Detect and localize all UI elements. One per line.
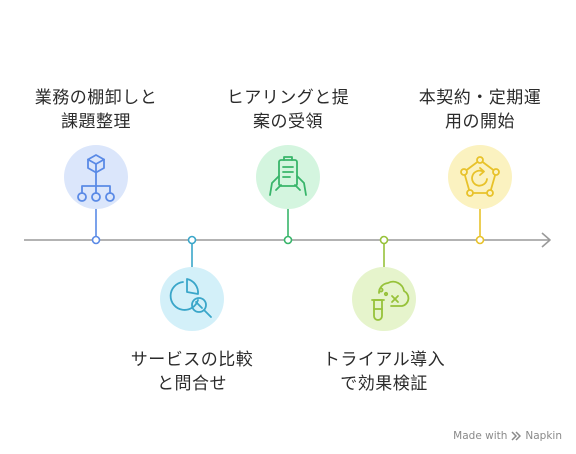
step-3-label-line-1: ヒアリングと提 (226, 88, 350, 108)
step-2-label: サービスの比較 と問合せ (112, 348, 272, 396)
pie-chart-magnifier-icon (169, 278, 212, 318)
step-4-label-line-2: で効果検証 (340, 374, 428, 394)
step-2-label-line-1: サービスの比較 (130, 350, 254, 370)
hierarchy-icon (77, 154, 115, 202)
step-5-badge (448, 145, 512, 209)
step-1-label: 業務の棚卸しと 課題整理 (16, 86, 176, 134)
step-5-label-line-1: 本契約・定期運 (418, 88, 542, 108)
step-1-node (91, 235, 101, 245)
step-2-node (187, 235, 197, 245)
step-4-node (379, 235, 389, 245)
step-1-label-line-2: 課題整理 (61, 112, 131, 132)
test-tube-flask-icon (371, 280, 410, 321)
step-4 (352, 235, 416, 331)
step-1 (64, 145, 128, 245)
timeline-arrowhead (541, 232, 551, 248)
step-5 (448, 145, 512, 245)
napkin-logo-icon (511, 431, 522, 441)
step-5-node (475, 235, 485, 245)
step-4-badge (352, 267, 416, 331)
step-5-label-line-2: 用の開始 (445, 112, 515, 132)
step-2-badge (160, 267, 224, 331)
step-4-label-line-1: トライアル導入 (322, 350, 446, 370)
step-5-label: 本契約・定期運 用の開始 (400, 86, 560, 134)
step-2-label-line-2: と問合せ (157, 374, 227, 394)
step-3-label: ヒアリングと提 案の受領 (208, 86, 368, 134)
step-4-label: トライアル導入 で効果検証 (304, 348, 464, 396)
step-3-node (283, 235, 293, 245)
step-2 (160, 235, 224, 331)
cycle-pentagon-icon (460, 156, 500, 197)
step-1-label-line-1: 業務の棚卸しと (34, 88, 158, 108)
step-3-label-line-2: 案の受領 (253, 112, 323, 132)
hand-holding-clipboard-icon (269, 156, 307, 196)
watermark-brand: Napkin (525, 430, 562, 442)
napkin-watermark[interactable]: Made with Napkin (453, 430, 562, 442)
watermark-prefix: Made with (453, 430, 508, 442)
step-3 (256, 145, 320, 245)
